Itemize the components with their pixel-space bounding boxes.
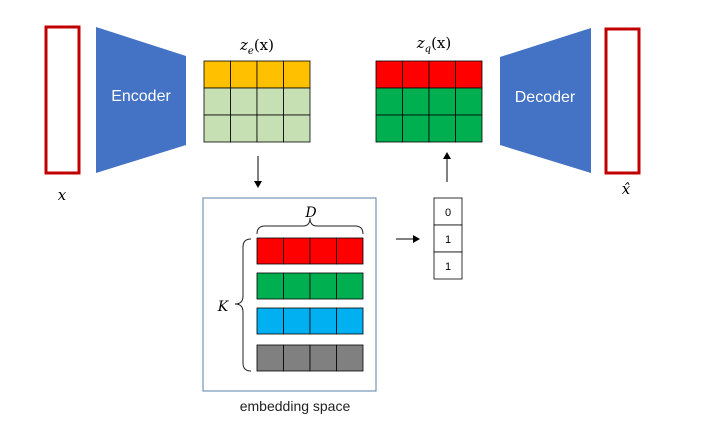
ze-grid (203, 60, 311, 143)
codebook-cell (309, 237, 337, 265)
codebook-cell (309, 272, 337, 300)
input-x-label: x (58, 186, 67, 204)
index-cell (433, 197, 463, 226)
codebook-cell (283, 272, 311, 300)
decoder-trapezoid (500, 28, 591, 173)
codebook-row-gray (256, 344, 364, 372)
index-value: 0 (445, 207, 451, 219)
output-xhat-box (604, 27, 641, 175)
codebook-cell (336, 307, 364, 335)
codebook-row-green (256, 272, 364, 300)
codebook-cell (336, 272, 364, 300)
ze-grid-cell (203, 114, 231, 143)
ze-grid-cell (283, 60, 311, 89)
codebook-cell (283, 307, 311, 335)
ze-grid-cell (283, 87, 311, 116)
input-x-box (44, 25, 81, 175)
codebook-cell (283, 237, 311, 265)
ze-grid-cell (230, 60, 258, 89)
index-cell (433, 251, 463, 280)
k-label: K (217, 299, 230, 315)
codebook-cell (336, 237, 364, 265)
index-value: 1 (445, 261, 451, 273)
ze-grid-cell (283, 114, 311, 143)
zq-label: zq(x) (416, 34, 451, 55)
codebook (256, 237, 364, 372)
zq-grid-cell (428, 114, 456, 143)
index-vector: 0 1 1 (433, 197, 463, 280)
output-xhat-label: x̂ (622, 180, 631, 198)
index-cell (433, 224, 463, 253)
d-label: D (304, 205, 316, 221)
ze-grid-cell (203, 60, 231, 89)
codebook-cell (256, 307, 284, 335)
zq-grid-cell (402, 87, 430, 116)
zq-grid-cell (455, 60, 483, 89)
ze-grid-cell (256, 114, 284, 143)
ze-label: ze(x) (239, 36, 274, 57)
zq-grid-cell (402, 60, 430, 89)
codebook-cell (256, 344, 284, 372)
ze-grid-cell (230, 87, 258, 116)
decoder-label: Decoder (515, 89, 576, 106)
ze-grid-cell (203, 87, 231, 116)
zq-grid-cell (402, 114, 430, 143)
codebook-row-red (256, 237, 364, 265)
codebook-cell (309, 307, 337, 335)
ze-grid-cell (256, 60, 284, 89)
codebook-cell (309, 344, 337, 372)
zq-grid-cell (375, 87, 403, 116)
ze-grid-cell (256, 87, 284, 116)
zq-grid-cell (455, 87, 483, 116)
codebook-cell (336, 344, 364, 372)
zq-grid-cell (428, 87, 456, 116)
encoder-trapezoid (96, 27, 186, 173)
zq-grid-cell (455, 114, 483, 143)
embedding-space-label: embedding space (240, 398, 351, 414)
codebook-cell (283, 344, 311, 372)
ze-grid-cell (230, 114, 258, 143)
k-brace (234, 238, 252, 372)
index-value: 1 (445, 234, 451, 246)
zq-grid-cell (375, 114, 403, 143)
codebook-row-blue (256, 307, 364, 335)
zq-grid (375, 60, 483, 143)
zq-grid-cell (428, 60, 456, 89)
encoder-label: Encoder (111, 88, 171, 105)
codebook-cell (256, 272, 284, 300)
zq-grid-cell (375, 60, 403, 89)
d-brace (256, 217, 364, 235)
codebook-cell (256, 237, 284, 265)
